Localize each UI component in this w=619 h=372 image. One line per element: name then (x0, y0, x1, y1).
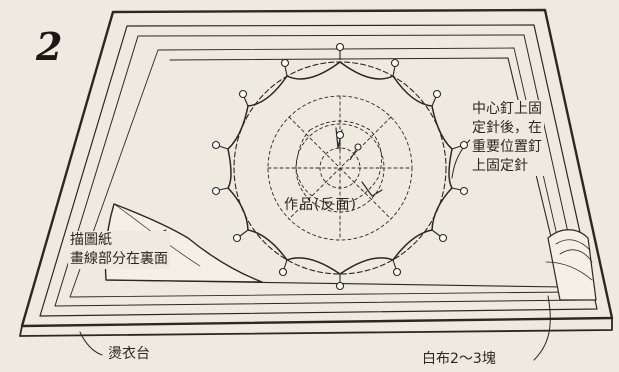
pin-center (335, 130, 345, 150)
pin (238, 89, 249, 107)
pin-note-line: 定針後，在 (472, 119, 542, 136)
work-reverse-label: 作品(反面) (284, 197, 357, 213)
pin (390, 58, 400, 77)
pin (232, 229, 249, 243)
ironing-board-front-edge (19, 317, 613, 337)
pin (431, 229, 448, 243)
leader-line-ironing-board (79, 331, 103, 356)
pin (211, 186, 229, 196)
pin (451, 140, 469, 150)
pin (335, 274, 345, 291)
pin (431, 89, 442, 107)
pin (349, 143, 362, 161)
pin-note-label: 中心釘上固 定針後，在 重要位置釘 上固定針 (470, 100, 544, 176)
pin-note-line: 中心釘上固 (472, 101, 542, 117)
tracing-paper-line: 畫線部分在裏面 (70, 250, 168, 267)
white-cloth-curl (547, 229, 597, 301)
pin-note-line: 上固定針 (472, 157, 528, 174)
pin (451, 186, 469, 196)
tracing-paper-line: 描圖紙 (70, 232, 112, 248)
pin-note-line: 重要位置釘 (472, 138, 542, 155)
ironing-board-inner-edge (39, 24, 598, 317)
pin (392, 259, 402, 277)
tracing-paper-label: 描圖紙 畫線部分在裏面 (68, 231, 170, 269)
pins (211, 42, 469, 291)
pin (278, 259, 288, 277)
ironing-board-label: 燙衣台 (106, 345, 152, 364)
white-cloth-label: 白布2～3塊 (420, 350, 498, 369)
pin (280, 58, 290, 77)
pin (335, 42, 345, 60)
leader-line-white-cloth (533, 295, 551, 361)
step-number: 2 (36, 24, 63, 69)
pin (211, 140, 229, 150)
embroidery-pattern (267, 95, 413, 241)
